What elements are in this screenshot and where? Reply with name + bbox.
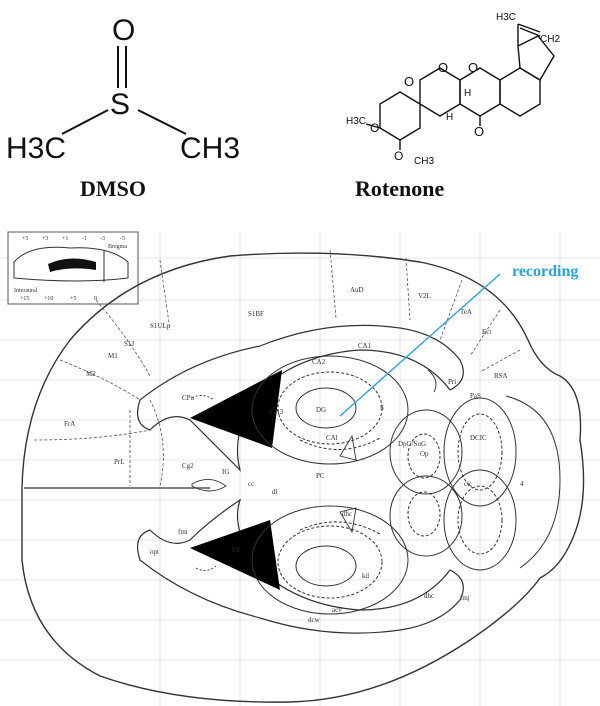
label-Cg2: Cg2 — [182, 462, 194, 470]
dmso-bond-left — [61, 109, 109, 135]
label-dhc: dhc — [342, 510, 352, 518]
rotenone-methoxy-1-oxygen: O — [370, 121, 379, 135]
label-S1ULp: S1ULp — [150, 322, 171, 330]
label-CPu: CPu — [182, 394, 195, 402]
rotenone-methoxy-1-carbon: H3C — [346, 116, 366, 127]
rotenone-name: Rotenone — [355, 176, 444, 201]
label-DpG: DpG/SuG — [398, 440, 426, 448]
label-IG: IG — [222, 468, 229, 476]
hippocampus-upper — [251, 355, 409, 465]
label-V2L: V2L — [418, 292, 431, 300]
dmso-sulfur: S — [110, 88, 130, 121]
label-kd: kd — [362, 572, 370, 580]
dmso-name: DMSO — [80, 176, 146, 201]
rotenone-methoxy-bond-1 — [365, 123, 381, 129]
brain-outline — [21, 252, 585, 703]
rotenone-ring-a — [379, 91, 421, 141]
lateral-ventricle-upper — [190, 370, 282, 448]
label-Pri: Pri — [448, 378, 456, 386]
inset-bottom-tick-2: +10 — [44, 296, 53, 302]
label-CA1: CA1 — [358, 342, 372, 350]
inset-top-tick-5: -3 — [100, 236, 105, 242]
rotenone-ring-b — [419, 67, 461, 117]
rotenone-structure — [365, 23, 555, 150]
label-S: S — [380, 404, 384, 412]
label-FrA: FrA — [64, 420, 75, 428]
corpus-callosum — [137, 324, 464, 472]
inset-interaural: Interaural — [14, 288, 38, 294]
label-fmj: fmj — [460, 594, 470, 602]
inset-top-tick-2: +3 — [42, 236, 48, 242]
corpus-callosum-lower — [137, 498, 464, 634]
inset-sagittal: +5 +3 +1 -1 -3 -5 Bregma Interaural +15 … — [7, 231, 139, 305]
label-opt: opt — [150, 548, 159, 556]
label-fmi: fmi — [178, 528, 188, 536]
label-LV: LV — [232, 546, 241, 554]
small-structures — [191, 369, 437, 571]
rotenone-methoxy-2-carbon: CH3 — [414, 156, 434, 167]
label-S1J: S1J — [124, 340, 134, 348]
label-dhc-lower: dhc — [424, 592, 434, 600]
rotenone-stereo-h-1: H — [464, 88, 471, 99]
rotenone-atoms: H3C CH2 O O O H H H3C O O CH3 O — [346, 12, 560, 167]
inset-bottom-tick-1: +15 — [20, 296, 29, 302]
label-CAl: CAl — [326, 434, 338, 442]
colliculi — [389, 395, 561, 571]
label-Ect: Ect — [482, 328, 491, 336]
inset-top-tick-1: +5 — [22, 236, 28, 242]
rotenone-vinyl-bond-2 — [519, 27, 541, 37]
inset-bottom-tick-3: +5 — [70, 296, 76, 302]
label-CA2: CA2 — [312, 358, 326, 366]
rotenone-ring-oxygen-2: O — [468, 60, 478, 75]
inset-top-tick-6: -5 — [120, 236, 125, 242]
label-DG: DG — [316, 406, 326, 414]
label-acv: acv — [332, 606, 342, 614]
label-RSA: RSA — [494, 372, 508, 380]
inset-bregma: Bregma — [108, 244, 127, 250]
label-CA3: CA3 — [270, 408, 284, 416]
label-S1BF: S1BF — [248, 310, 264, 318]
rotenone-furan — [517, 35, 555, 81]
rotenone-ring-d — [499, 67, 541, 117]
label-cc: cc — [248, 480, 254, 488]
label-PaS: PaS — [470, 392, 481, 400]
brain-atlas: +5 +3 +1 -1 -3 -5 Bregma Interaural +15 … — [0, 231, 600, 706]
label-dcw: dcw — [308, 616, 321, 624]
recording-electrode — [339, 273, 501, 417]
label-TeA: TeA — [460, 308, 472, 316]
dmso-structure: O S H3C CH3 DMSO — [6, 14, 240, 201]
hippocampus-lower — [251, 505, 409, 615]
inset-top-tick-4: -1 — [82, 236, 87, 242]
label-DCIC: DCIC — [470, 434, 487, 442]
region-labels: AuD V2L TeA Ect RSA S1BF S1ULp S1J M1 M2… — [64, 286, 524, 624]
lateral-ventricle-lower — [190, 520, 280, 590]
rotenone-ketone-oxygen: O — [474, 124, 484, 139]
rotenone-ring-oxygen-1: O — [438, 60, 448, 75]
label-PrL: PrL — [114, 458, 125, 466]
label-dl: dl — [272, 488, 278, 496]
inset-bottom-tick-4: 0 — [94, 296, 97, 302]
dmso-methyl-left: H3C — [6, 132, 66, 165]
dmso-oxygen: O — [112, 14, 135, 47]
inset-top-tick-3: +1 — [62, 236, 68, 242]
rotenone-methoxy-2-oxygen: O — [394, 149, 403, 163]
label-M1: M1 — [108, 352, 118, 360]
rotenone-top-group: H3C — [496, 12, 516, 23]
label-cic: cic — [464, 480, 472, 488]
label-Op: Op — [420, 450, 429, 458]
recording-label: recording — [512, 263, 578, 280]
dmso-methyl-right: CH3 — [180, 132, 240, 165]
label-PC: PC — [316, 472, 325, 480]
label-4: 4 — [520, 480, 524, 488]
dmso-bond-right — [137, 109, 187, 135]
label-AuD: AuD — [350, 286, 364, 294]
rotenone-top-group-right: CH2 — [540, 34, 560, 45]
rotenone-vinyl-bond — [517, 23, 541, 33]
rotenone-stereo-h-2: H — [446, 112, 453, 123]
rotenone-ring-oxygen-3: O — [404, 74, 414, 89]
label-M2: M2 — [86, 370, 96, 378]
cortex-boundaries — [33, 249, 521, 487]
